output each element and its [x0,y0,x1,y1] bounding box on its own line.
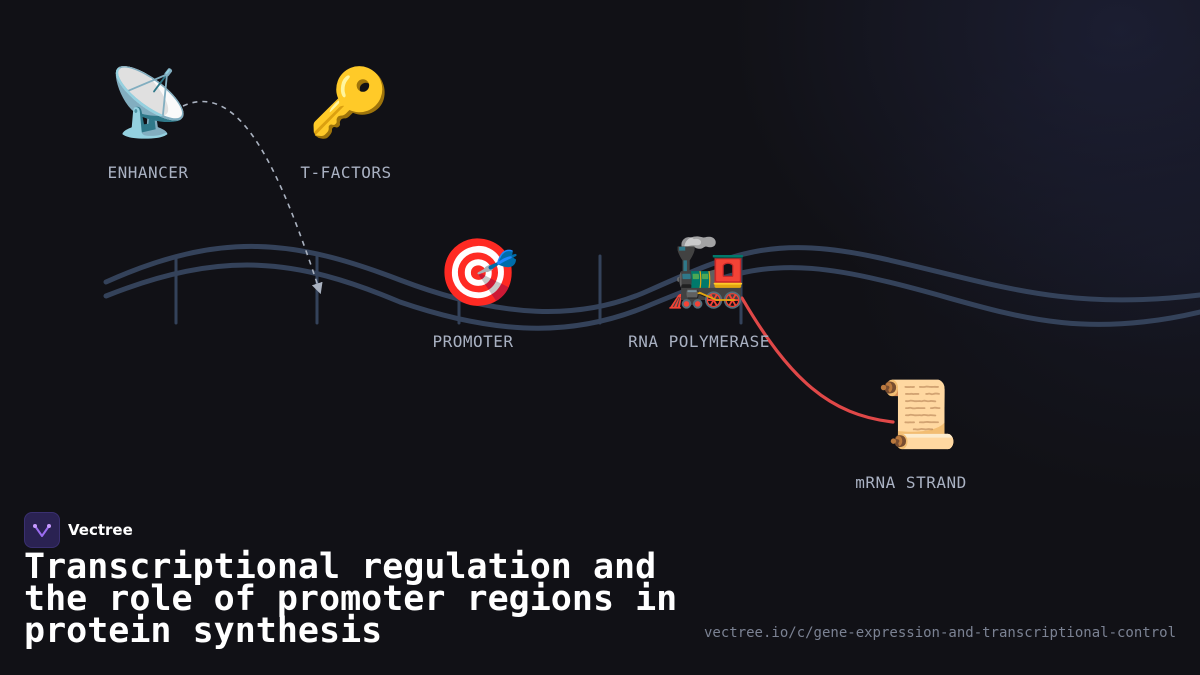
page-title: Transcriptional regulation and the role … [24,547,678,651]
locomotive-icon: 🚂 [665,234,748,311]
brand-name: Vectree [68,521,133,539]
scroll-icon: 📜 [876,376,959,453]
tfactors-label: T-FACTORS [300,163,392,182]
promoter-label: PROMOTER [432,332,514,351]
dna-strand-top [103,244,1200,314]
target-icon: 🎯 [437,234,520,311]
source-url[interactable]: vectree.io/c/gene-expression-and-transcr… [703,625,1176,641]
transcription-arrow [740,296,895,424]
vectree-logo-icon [24,512,60,548]
enhancer-label: ENHANCER [107,163,189,182]
dna-strand-bottom [103,262,1200,331]
satellite-dish-icon: 📡 [108,64,191,141]
brand[interactable]: Vectree [24,512,133,548]
polymerase-label: RNA POLYMERASE [628,332,770,351]
enhancer-binding-arrow [182,100,323,295]
mrna-label: mRNA STRAND [855,473,967,492]
key-icon: 🔑 [308,64,391,141]
